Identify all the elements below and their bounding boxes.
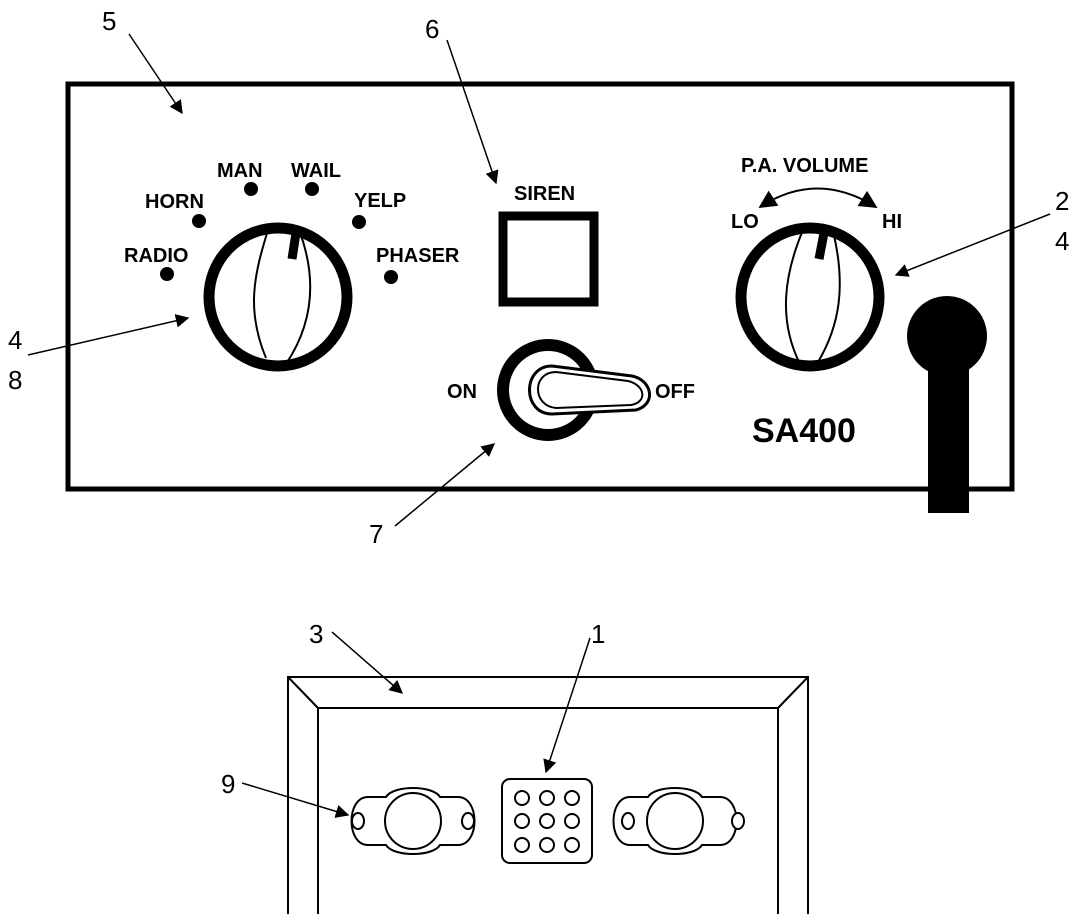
rear-housing — [287, 676, 809, 914]
svg-text:6: 6 — [425, 14, 439, 44]
svg-text:7: 7 — [369, 519, 383, 549]
radio-label: RADIO — [124, 245, 188, 267]
right-connector-mount — [612, 787, 745, 855]
horn-label: HORN — [145, 191, 204, 213]
phaser-label: PHASER — [376, 245, 460, 267]
svg-text:1: 1 — [591, 619, 605, 649]
on-off-toggle-switch[interactable] — [497, 339, 652, 441]
phaser-indicator-dot — [384, 270, 398, 284]
left-connector-mount — [350, 787, 476, 855]
pa-volume-title: P.A. VOLUME — [741, 155, 868, 177]
volume-hi-label: HI — [882, 211, 902, 233]
nine-pin-connector — [501, 778, 593, 864]
front-panel — [65, 81, 1015, 492]
svg-text:2: 2 — [1055, 186, 1069, 216]
svg-text:4: 4 — [1055, 226, 1069, 256]
siren-label: SIREN — [514, 183, 575, 205]
mode-selector-knob[interactable] — [203, 222, 353, 372]
mode-knob-pointer — [287, 232, 301, 260]
svg-text:8: 8 — [8, 365, 22, 395]
switch-off-label: OFF — [655, 381, 695, 403]
callout-5: 5 — [102, 6, 183, 115]
wail-label: WAIL — [291, 160, 341, 182]
yelp-label: YELP — [354, 190, 406, 212]
horn-indicator-dot — [192, 214, 206, 228]
callout-7: 7 — [369, 443, 496, 549]
microphone-hanger-clip — [907, 296, 987, 513]
callout-3: 3 — [309, 619, 404, 694]
callout-2-4: 2 4 — [894, 186, 1069, 277]
callout-6: 6 — [425, 14, 499, 185]
radio-indicator-dot — [160, 267, 174, 281]
volume-knob-pointer — [814, 232, 829, 260]
callout-9: 9 — [221, 769, 350, 818]
switch-on-label: ON — [447, 381, 477, 403]
svg-text:5: 5 — [102, 6, 116, 36]
yelp-indicator-dot — [352, 215, 366, 229]
siren-button[interactable] — [498, 211, 599, 307]
model-name: SA400 — [752, 412, 856, 450]
pa-volume-knob[interactable] — [735, 222, 885, 372]
volume-lo-label: LO — [731, 211, 759, 233]
svg-text:9: 9 — [221, 769, 235, 799]
svg-text:4: 4 — [8, 325, 22, 355]
callout-1: 1 — [543, 619, 605, 774]
man-indicator-dot — [244, 182, 258, 196]
svg-text:3: 3 — [309, 619, 323, 649]
callout-4-8: 4 8 — [8, 314, 190, 395]
man-label: MAN — [217, 160, 263, 182]
volume-direction-arc — [758, 187, 878, 208]
wail-indicator-dot — [305, 182, 319, 196]
